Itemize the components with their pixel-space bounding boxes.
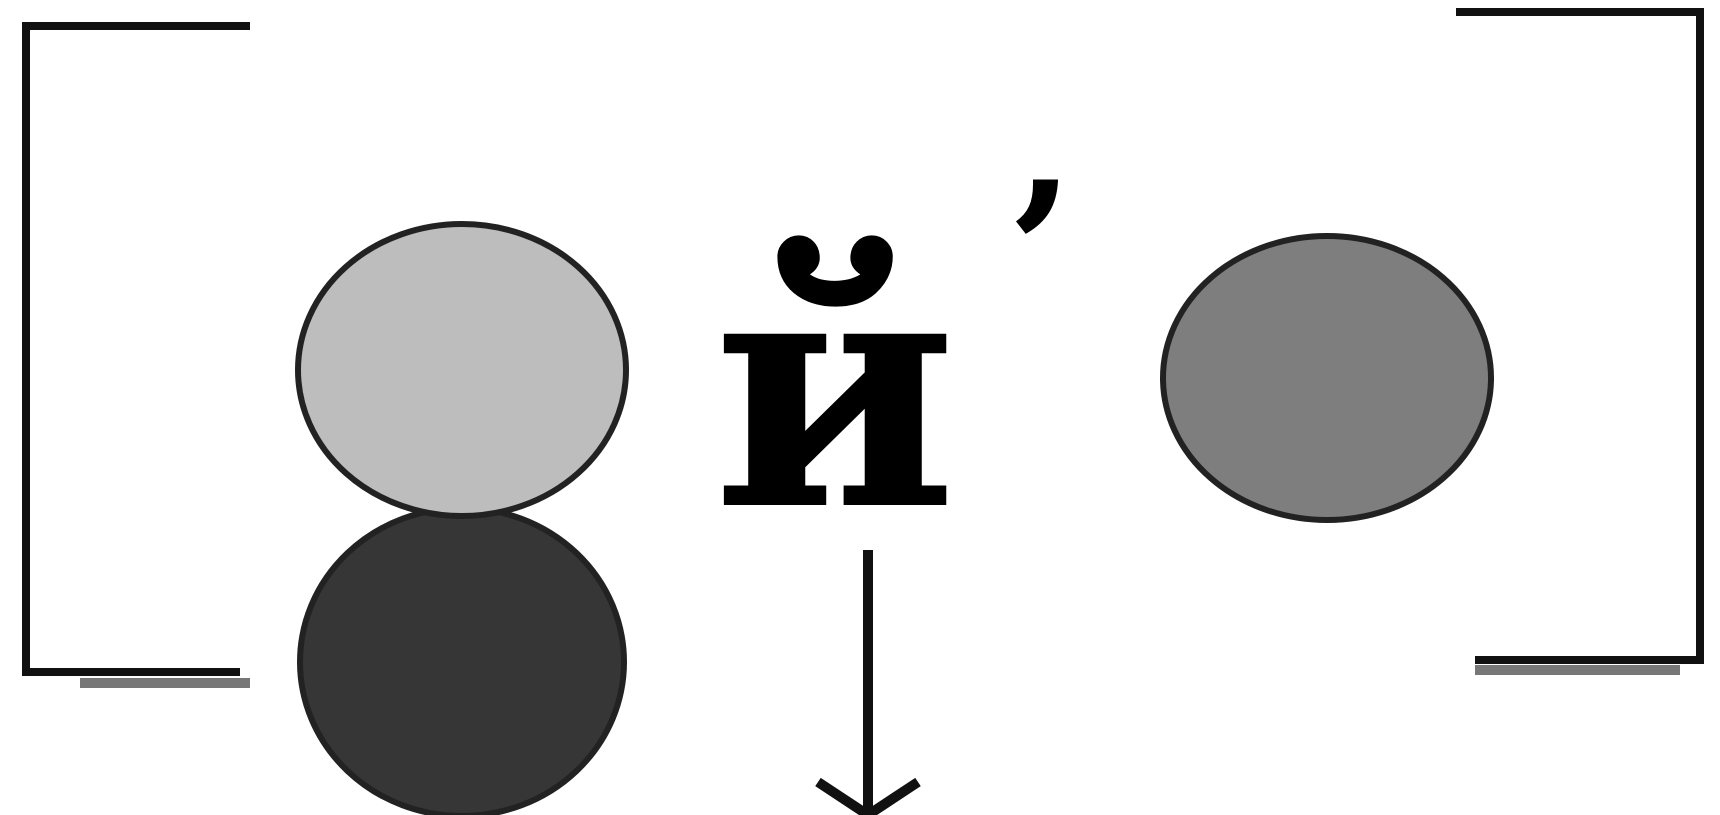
apostrophe-mark: ’ <box>1007 140 1073 363</box>
right-bracket-icon <box>1456 8 1704 675</box>
medium-circle <box>1160 233 1494 523</box>
dark-circle <box>297 505 627 815</box>
left-bracket-icon <box>22 22 250 688</box>
light-circle <box>295 221 629 519</box>
down-arrow-icon <box>815 550 921 815</box>
center-letter: й <box>713 195 958 583</box>
